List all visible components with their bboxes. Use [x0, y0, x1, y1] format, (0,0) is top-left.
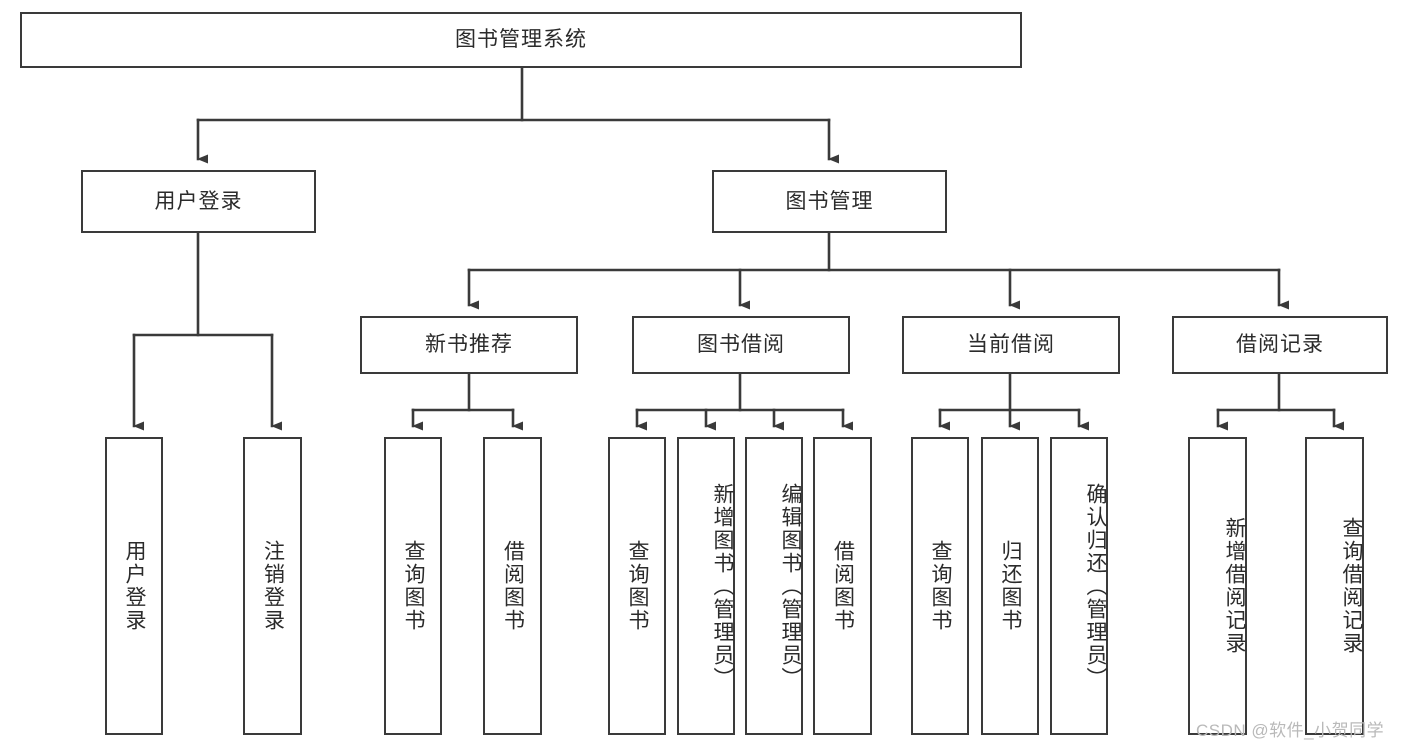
node-label: 查询图书	[626, 540, 650, 632]
node-label: 借阅图书	[501, 540, 525, 632]
node-leaf_5[interactable]: 新增图书（管理员）	[677, 437, 735, 735]
node-leaf_3[interactable]: 借阅图书	[483, 437, 542, 735]
connector-lines	[132, 66, 1344, 431]
node-root[interactable]: 图书管理系统	[20, 12, 1022, 68]
node-leaf_6[interactable]: 编辑图书（管理员）	[745, 437, 803, 735]
node-leaf_4[interactable]: 查询图书	[608, 437, 666, 735]
node-label: 图书借阅	[697, 333, 785, 357]
node-label: 查询借阅记录	[1340, 517, 1363, 655]
node-label: 图书管理	[785, 189, 874, 213]
node-leaf_8[interactable]: 查询图书	[911, 437, 969, 735]
node-label: 归还图书	[999, 540, 1023, 632]
node-label: 用户登录	[123, 540, 147, 632]
node-leaf_0[interactable]: 用户登录	[105, 437, 163, 735]
node-label: 新增图书（管理员）	[711, 482, 734, 690]
node-leaf_1[interactable]: 注销登录	[243, 437, 302, 735]
node-label: 新书推荐	[425, 333, 513, 357]
node-l1_1[interactable]: 图书管理	[712, 170, 947, 233]
node-leaf_12[interactable]: 查询借阅记录	[1305, 437, 1364, 735]
node-label: 编辑图书（管理员）	[779, 482, 802, 690]
node-label: 查询图书	[402, 540, 426, 632]
node-l2_2[interactable]: 当前借阅	[902, 316, 1120, 374]
node-label: 查询图书	[929, 540, 953, 632]
node-label: 注销登录	[261, 540, 285, 632]
node-l2_0[interactable]: 新书推荐	[360, 316, 578, 374]
node-label: 确认归还（管理员）	[1084, 482, 1107, 690]
node-leaf_7[interactable]: 借阅图书	[813, 437, 872, 735]
node-label: 借阅记录	[1236, 333, 1324, 357]
node-leaf_2[interactable]: 查询图书	[384, 437, 442, 735]
node-label: 用户登录	[154, 189, 243, 213]
node-label: 图书管理系统	[455, 28, 587, 52]
node-leaf_10[interactable]: 确认归还（管理员）	[1050, 437, 1108, 735]
csdn-watermark: CSDN @软件_小贺同学	[1196, 721, 1385, 740]
node-leaf_11[interactable]: 新增借阅记录	[1188, 437, 1247, 735]
node-label: 新增借阅记录	[1223, 517, 1246, 655]
node-label: 当前借阅	[967, 333, 1055, 357]
node-l1_0[interactable]: 用户登录	[81, 170, 316, 233]
node-l2_1[interactable]: 图书借阅	[632, 316, 850, 374]
node-l2_3[interactable]: 借阅记录	[1172, 316, 1388, 374]
node-label: 借阅图书	[831, 540, 855, 632]
node-leaf_9[interactable]: 归还图书	[981, 437, 1039, 735]
